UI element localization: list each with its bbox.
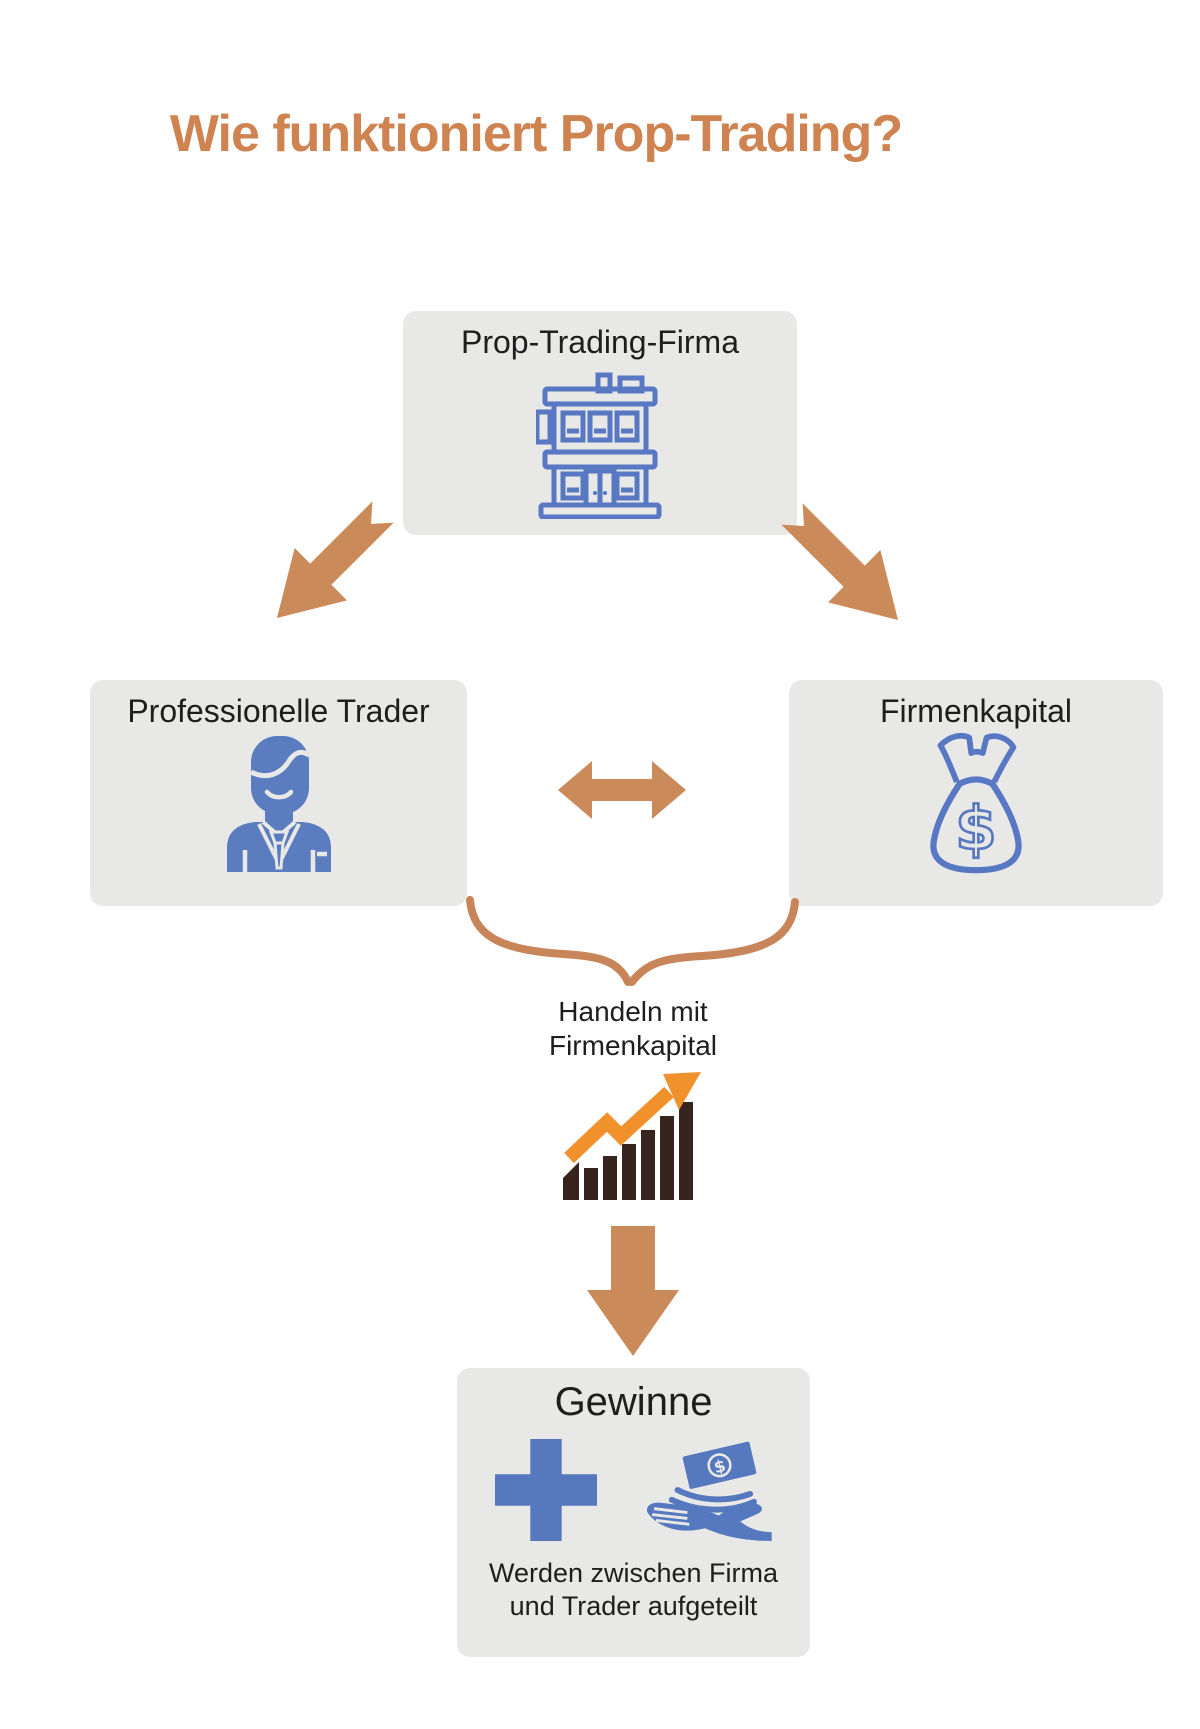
trader-person-icon bbox=[226, 736, 331, 872]
brace-label: Handeln mit Firmenkapital bbox=[458, 995, 808, 1063]
hand-receiving-money-icon: $ bbox=[646, 1441, 772, 1541]
profit-subtext-line1: Werden zwischen Firma bbox=[488, 1558, 779, 1588]
node-prop-trading-firm: Prop-Trading-Firma bbox=[403, 311, 797, 535]
profit-subtext-line2: und Trader aufgeteilt bbox=[509, 1591, 758, 1621]
brace-label-line2: Firmenkapital bbox=[548, 1030, 718, 1061]
arrow-down-left-icon bbox=[276, 501, 394, 619]
node-gewinne: Gewinne $ Werden zwischen Firma bbox=[457, 1368, 810, 1657]
profit-subtext: Werden zwischen Firma und Trader aufgete… bbox=[457, 1557, 810, 1623]
svg-text:$: $ bbox=[712, 1456, 728, 1477]
arrow-down-icon bbox=[587, 1226, 679, 1356]
brace-label-line1: Handeln mit bbox=[558, 996, 708, 1027]
plus-icon bbox=[494, 1439, 597, 1541]
arrow-down-right-icon bbox=[781, 503, 899, 621]
svg-text:$: $ bbox=[955, 795, 996, 864]
double-horizontal-arrow-icon bbox=[558, 761, 686, 819]
page-title: Wie funktioniert Prop-Trading? bbox=[169, 105, 903, 163]
profit-icons-row: $ bbox=[457, 1435, 810, 1541]
node-firm-label: Prop-Trading-Firma bbox=[461, 324, 739, 360]
money-bag-icon: $ bbox=[930, 733, 1022, 874]
curly-brace-icon bbox=[466, 896, 799, 986]
node-profits-label: Gewinne bbox=[554, 1380, 713, 1424]
node-professional-trader: Professionelle Trader bbox=[90, 680, 467, 906]
node-firmenkapital: Firmenkapital $ bbox=[789, 680, 1163, 906]
growth-chart-icon bbox=[563, 1072, 701, 1200]
node-trader-label: Professionelle Trader bbox=[127, 693, 430, 729]
building-icon bbox=[536, 372, 662, 519]
node-capital-label: Firmenkapital bbox=[879, 693, 1073, 729]
